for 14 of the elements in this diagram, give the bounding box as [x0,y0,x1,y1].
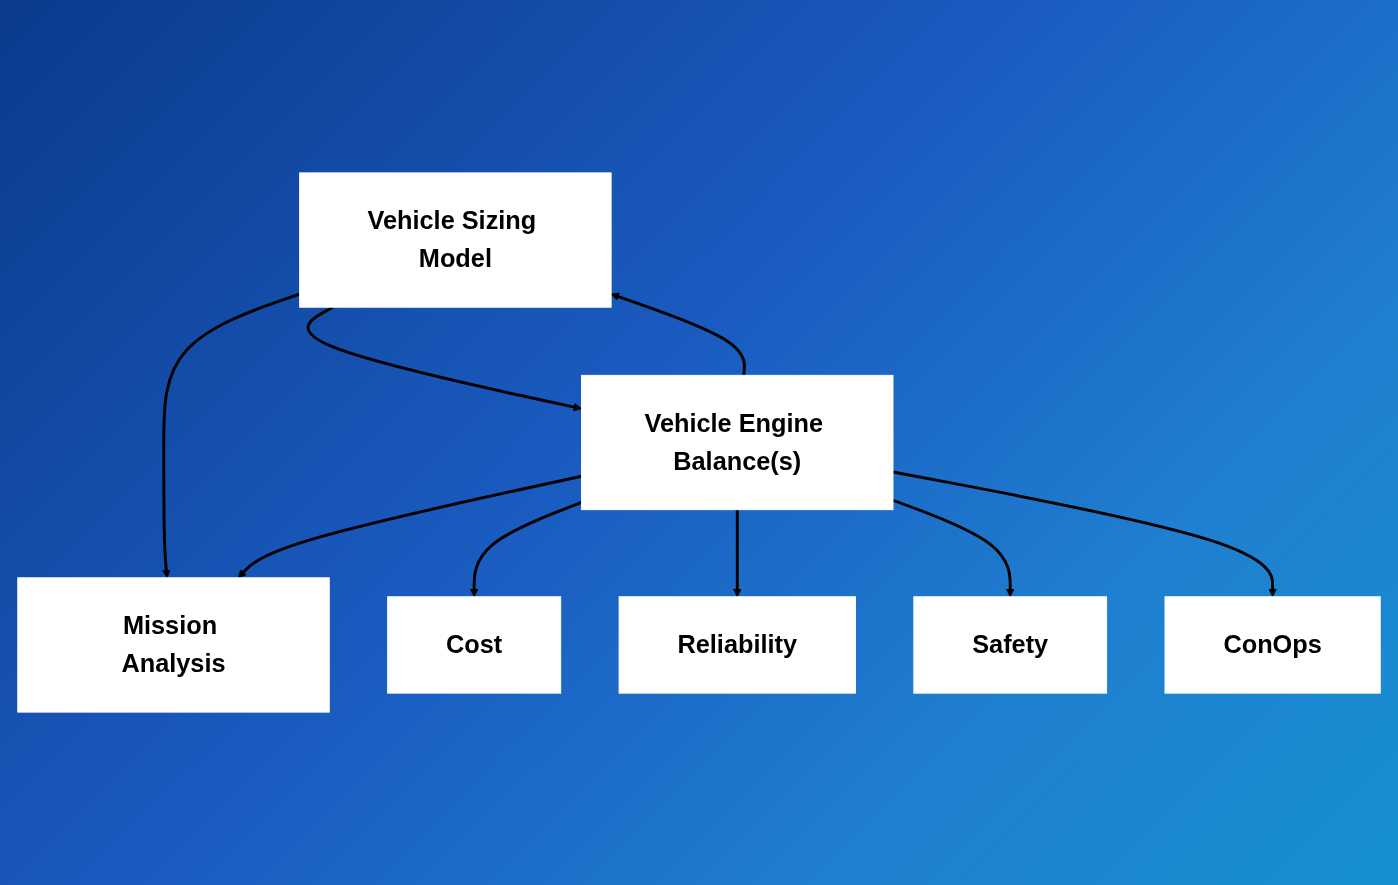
arrow [892,498,1015,598]
node-box: Vehicle Sizing Model [299,172,612,308]
node-box: Cost [387,596,562,694]
node-box: ConOps [1164,596,1381,694]
arrow [733,509,742,598]
arrow [892,470,1277,598]
arrow [469,501,583,598]
node-box: Mission Analysis [17,577,330,713]
node-box: Vehicle Engine Balance(s) [581,374,894,511]
arrow [237,474,582,579]
node-box: Reliability [618,596,856,694]
arrow [162,292,301,579]
node-box: Safety [913,596,1108,694]
arrow [610,292,746,376]
